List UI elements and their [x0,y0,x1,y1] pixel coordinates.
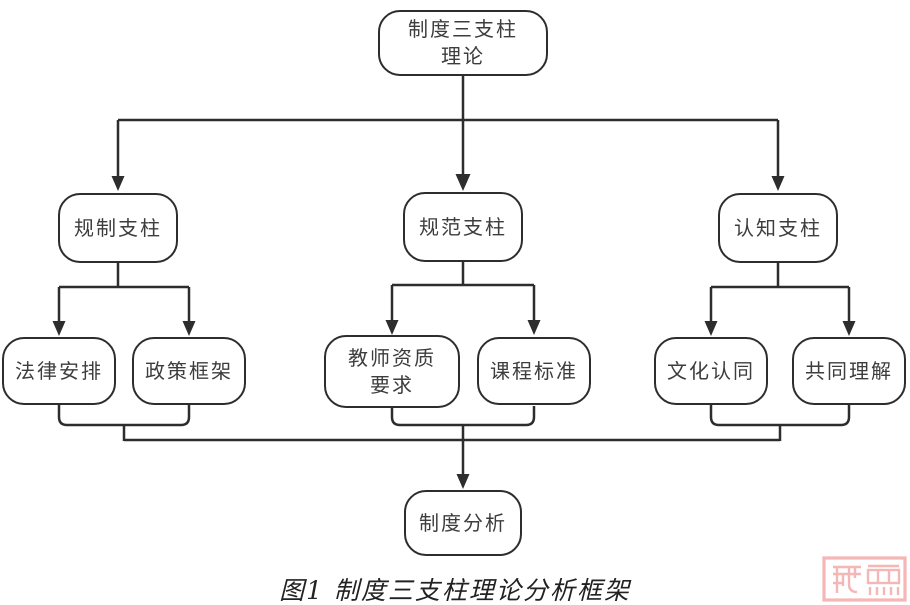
node-institutional-analysis: 制度分析 [404,490,522,556]
seal-watermark-icon [822,556,907,602]
node-policy-framework-label: 政策框架 [145,358,233,383]
node-cultural-identity-label: 文化认同 [667,358,755,383]
figure-caption: 图1 制度三支柱理论分析框架 [279,576,631,605]
node-cognitive-pillar: 认知支柱 [718,193,838,263]
node-teacher-qualification: 教师资质 要求 [324,335,460,408]
node-theory-root-line1: 制度三支柱 [408,17,518,41]
node-cultural-identity: 文化认同 [654,337,768,405]
node-curriculum-standards-label: 课程标准 [490,358,578,383]
connector-merge-mid-bracket [390,406,536,427]
node-normative-pillar: 规范支柱 [403,192,523,262]
node-regulative-pillar: 规制支柱 [58,193,178,263]
node-theory-root: 制度三支柱 理论 [378,10,548,76]
node-institutional-analysis-label: 制度分析 [419,510,507,535]
node-legal-arrangements: 法律安排 [2,337,116,405]
node-shared-understanding: 共同理解 [792,337,906,405]
node-cognitive-pillar-label: 认知支柱 [734,215,822,240]
node-regulative-pillar-label: 规制支柱 [74,215,162,240]
node-curriculum-standards: 课程标准 [477,337,591,405]
node-theory-root-line2: 理论 [441,44,485,68]
node-legal-arrangements-label: 法律安排 [15,358,103,383]
node-shared-understanding-label: 共同理解 [805,358,893,383]
node-teacher-qualification-line1: 教师资质 [348,345,436,370]
node-policy-framework: 政策框架 [132,337,246,405]
node-normative-pillar-label: 规范支柱 [419,214,507,239]
connector-merge-left-bracket [57,405,191,427]
connector-merge-right-bracket [709,405,851,427]
arrowheads [52,174,856,489]
node-teacher-qualification-line2: 要求 [370,372,414,397]
